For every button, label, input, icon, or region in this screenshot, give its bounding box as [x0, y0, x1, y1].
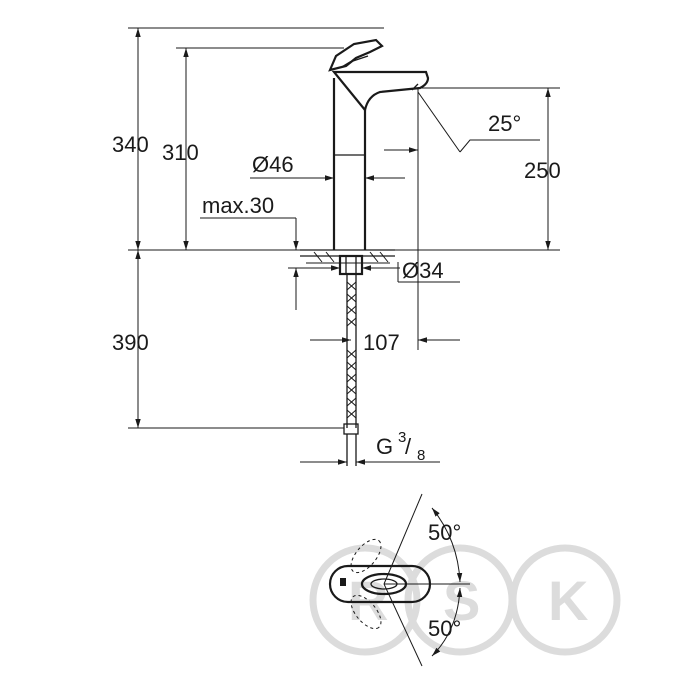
label-spout-height: 310	[162, 140, 199, 165]
label-body-diameter: Ø46	[252, 152, 294, 177]
label-handle-angle-top: 50°	[428, 520, 461, 545]
label-total-height: 340	[112, 132, 149, 157]
label-connection-den: 8	[417, 447, 425, 464]
label-hole-diameter: Ø34	[402, 258, 444, 283]
label-spout-angle: 25°	[488, 111, 521, 136]
label-reach: 107	[363, 330, 400, 355]
label-connection-num: 3	[398, 429, 406, 446]
label-deck-thickness: max.30	[202, 193, 274, 218]
watermark-logo: R S K	[309, 544, 621, 656]
label-hose-length: 390	[112, 330, 149, 355]
faucet-side-view	[300, 38, 430, 466]
label-handle-angle-bottom: 50°	[428, 616, 461, 641]
faucet-top-view	[328, 493, 470, 667]
label-connection-slash: /	[405, 434, 412, 459]
label-connection-main: G	[376, 434, 393, 459]
label-outlet-height: 250	[524, 158, 561, 183]
dimension-lines	[128, 27, 560, 465]
watermark-letter-k: K	[548, 569, 588, 632]
